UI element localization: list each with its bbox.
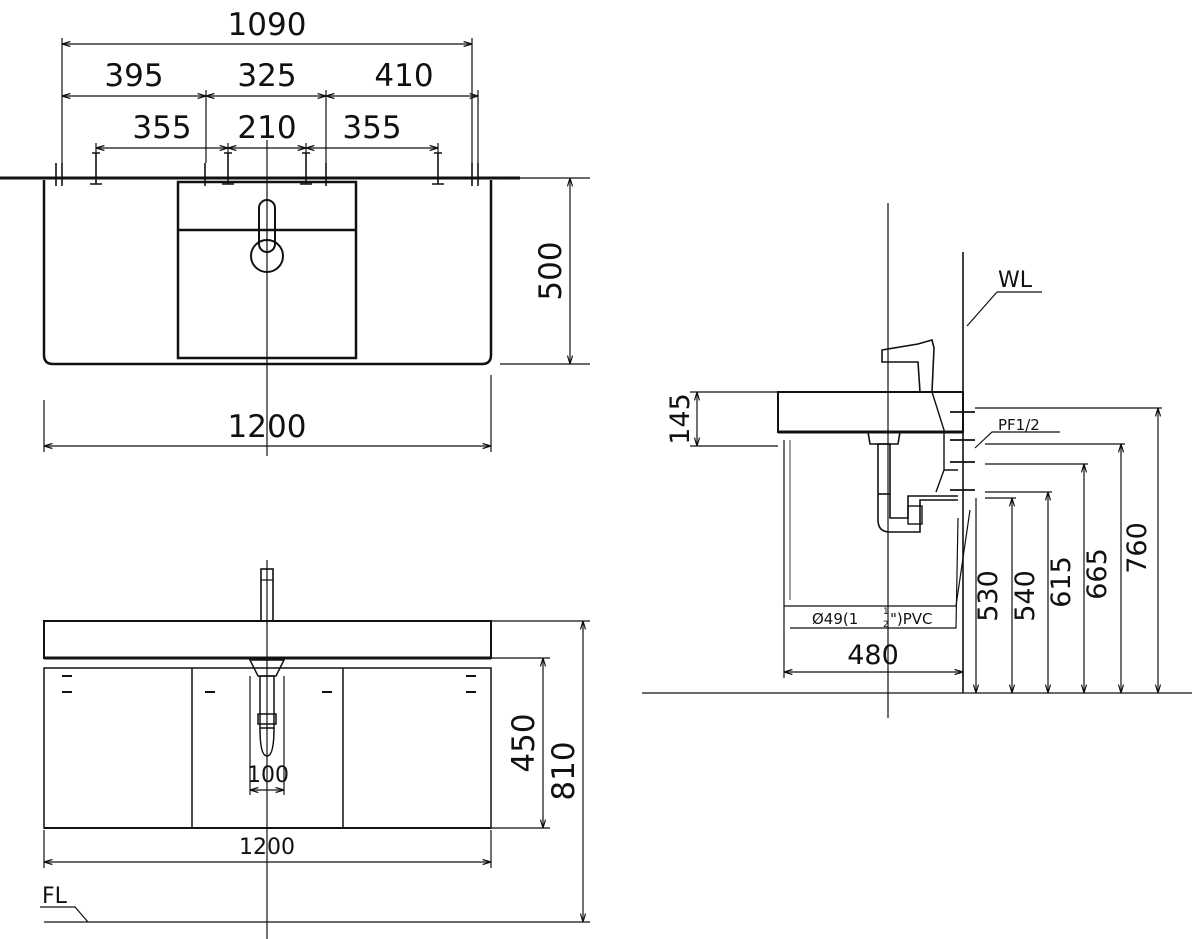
fl-leader xyxy=(40,906,89,923)
wl-leader xyxy=(966,291,998,327)
label-100: 100 xyxy=(247,763,289,788)
label-665: 665 xyxy=(1082,548,1113,600)
side-faucet xyxy=(881,339,935,393)
label-480: 480 xyxy=(847,640,899,671)
side-dimension-lines xyxy=(697,392,1158,693)
label-395: 395 xyxy=(104,58,163,94)
label-325: 325 xyxy=(237,58,296,94)
front-view xyxy=(40,560,590,939)
top-extension-lines xyxy=(43,38,590,452)
front-dimension-lines xyxy=(44,621,583,922)
top-dimension-lines xyxy=(44,44,570,446)
label-410: 410 xyxy=(374,58,433,94)
label-145: 145 xyxy=(665,393,696,445)
top-view xyxy=(0,38,590,456)
svg-text:")PVC: ")PVC xyxy=(890,610,933,628)
label-wl: WL xyxy=(998,268,1033,293)
side-counter xyxy=(777,391,964,433)
label-1200-front: 1200 xyxy=(239,835,295,860)
label-1090: 1090 xyxy=(228,7,307,43)
label-810: 810 xyxy=(546,741,582,800)
side-extension-lines xyxy=(690,391,1162,678)
label-530: 530 xyxy=(973,570,1004,622)
front-door-handles xyxy=(62,675,476,693)
label-1200-top: 1200 xyxy=(228,409,307,445)
label-615: 615 xyxy=(1046,556,1077,608)
side-supply-pipe xyxy=(931,391,958,493)
label-540: 540 xyxy=(1010,570,1041,622)
drain-spec-label: Ø49(1 1 2 ")PVC xyxy=(812,607,933,630)
top-view-labels: 1090 395 325 410 355 210 355 500 1200 xyxy=(104,7,569,445)
front-drain-bowl xyxy=(248,659,286,677)
label-355-left: 355 xyxy=(132,110,191,146)
label-pf12: PF1/2 xyxy=(998,416,1040,434)
label-760: 760 xyxy=(1122,522,1153,574)
side-view-labels: WL PF1/2 145 480 530 540 615 665 760 Ø49… xyxy=(665,268,1153,671)
drain-label-leader xyxy=(790,517,959,629)
label-450: 450 xyxy=(506,713,542,772)
svg-text:1: 1 xyxy=(883,607,889,617)
side-drain xyxy=(867,431,901,445)
label-500: 500 xyxy=(533,241,569,300)
label-fl: FL xyxy=(42,884,68,909)
pf-leader xyxy=(974,431,1060,449)
front-view-labels: 100 1200 450 810 FL xyxy=(42,713,582,909)
side-view xyxy=(642,203,1192,718)
label-210: 210 xyxy=(237,110,296,146)
side-cabinet xyxy=(783,440,971,607)
svg-text:2: 2 xyxy=(883,620,889,630)
svg-text:Ø49(1: Ø49(1 xyxy=(812,610,858,628)
label-355-right: 355 xyxy=(342,110,401,146)
